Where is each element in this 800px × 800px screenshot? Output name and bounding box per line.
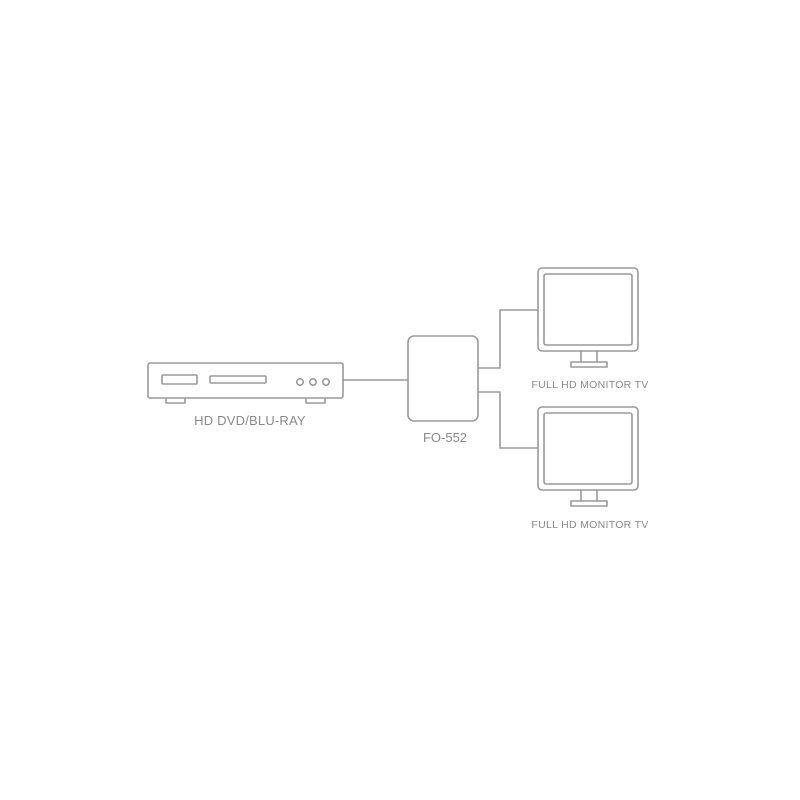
monitor-icon xyxy=(537,406,639,507)
cable-output-1 xyxy=(477,309,539,369)
source-label: HD DVD/BLU-RAY xyxy=(194,413,306,428)
monitor-label: FULL HD MONITOR TV xyxy=(531,519,649,531)
monitor-icon xyxy=(537,267,639,368)
splitter-box-icon xyxy=(407,335,479,422)
splitter-label: FO-552 xyxy=(422,430,468,445)
cable-output-2 xyxy=(477,391,539,449)
monitor-label: FULL HD MONITOR TV xyxy=(531,379,649,391)
blu-ray-player-icon xyxy=(147,362,344,404)
